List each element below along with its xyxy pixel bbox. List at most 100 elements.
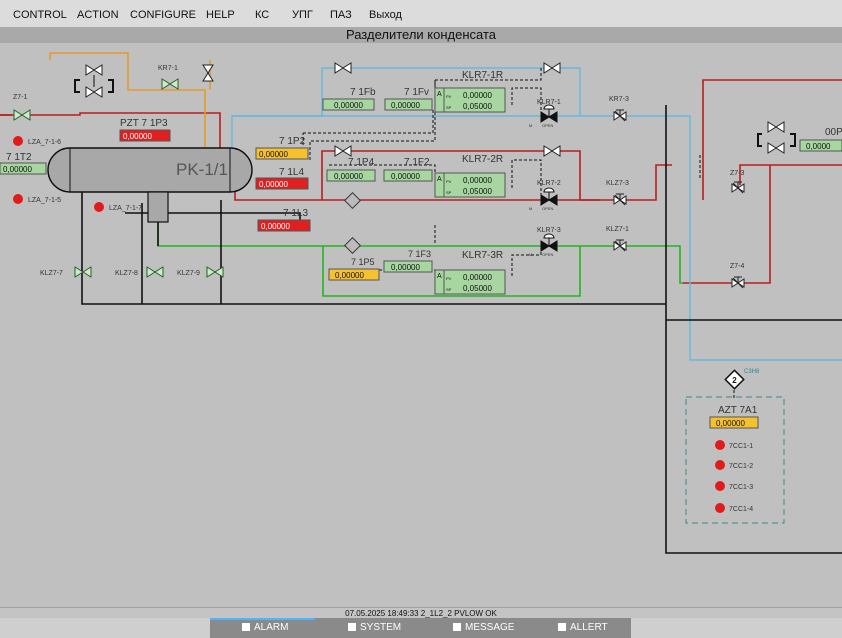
- alarm-lamp-lza5: [13, 194, 23, 204]
- tab-system[interactable]: SYSTEM: [348, 622, 401, 634]
- tag-kr7-3: KR7-3: [609, 96, 629, 103]
- valve2-m-label: M: [529, 206, 532, 211]
- alarm-lamp-cc1: [715, 440, 725, 450]
- alarm-lamp-lza7: [94, 202, 104, 212]
- valve3-m-label: M: [529, 252, 532, 257]
- ctrl3-sp-label: SP: [446, 287, 452, 292]
- tag-kr7-1: KR7-1: [158, 65, 178, 72]
- tag-cc2: 7CC1-2: [729, 463, 753, 470]
- tab-message[interactable]: MESSAGE: [453, 622, 514, 634]
- ctrl1-sp-label: SP: [446, 105, 452, 110]
- valve-bypass-1a[interactable]: [334, 62, 352, 74]
- process-diagram: PK-1/1 2: [0, 52, 842, 554]
- tag-l3: 7 1L3: [283, 208, 308, 219]
- control-valve-klr7-2[interactable]: [540, 187, 558, 206]
- gas-sensor-diamond[interactable]: [724, 369, 745, 390]
- valve-z7-4[interactable]: [731, 276, 745, 289]
- tag-00p: 00P: [825, 127, 842, 138]
- ctrl2-pv: 0,00000: [463, 176, 492, 185]
- page-title: Разделители конденсата: [0, 27, 842, 43]
- tag-klr7-3: KLR7-3: [537, 227, 561, 234]
- valve-bypass-2b[interactable]: [543, 145, 561, 157]
- tab-system-label: SYSTEM: [360, 622, 402, 633]
- ctrl1-mode: A: [437, 91, 442, 98]
- tag-klr7-2r: KLR7-2R: [462, 154, 503, 165]
- tag-lza7: LZA_7-1-7: [109, 205, 142, 212]
- vessel-label: PK-1/1: [176, 160, 228, 179]
- alarm-lamp-cc4: [715, 503, 725, 513]
- menu-ks[interactable]: КС: [255, 9, 270, 21]
- alarm-checkbox[interactable]: [242, 623, 250, 631]
- value-p2: 0,00000: [259, 150, 288, 159]
- ctrl3-mode: A: [437, 273, 442, 280]
- valve-bypass-1b[interactable]: [543, 62, 561, 74]
- valve1-m-label: M: [529, 123, 532, 128]
- valve-klz7-7[interactable]: [74, 266, 92, 278]
- valve-z7-1[interactable]: [13, 109, 31, 121]
- message-checkbox[interactable]: [453, 623, 461, 631]
- valve-klz7-1[interactable]: [613, 239, 627, 252]
- tag-fv: 7 1Fv: [404, 87, 429, 98]
- safety-valve-right[interactable]: [757, 133, 796, 147]
- value-right: 0,0000: [806, 142, 831, 151]
- value-p5: 0,00000: [335, 271, 364, 280]
- tag-z7-3: Z7-3: [730, 170, 745, 177]
- gas-sensor-number: 2: [732, 376, 737, 385]
- valve-klz7-9[interactable]: [206, 266, 224, 278]
- tag-p2: 7 1P2: [279, 136, 306, 147]
- menu-action[interactable]: ACTION: [77, 9, 119, 21]
- system-checkbox[interactable]: [348, 623, 356, 631]
- sensor-diamond-2: [344, 237, 361, 254]
- ctrl1-pv-label: PV: [446, 94, 452, 99]
- menu-paz[interactable]: ПАЗ: [330, 9, 352, 21]
- valve-z7-3[interactable]: [731, 181, 745, 194]
- menu-upg[interactable]: УПГ: [292, 9, 313, 21]
- tag-lza5: LZA_7-1-5: [28, 197, 61, 204]
- alarm-lamp-cc3: [715, 481, 725, 491]
- menu-configure[interactable]: CONFIGURE: [130, 9, 196, 21]
- tag-klz7-7: KLZ7-7: [40, 270, 63, 277]
- ctrl2-sp-label: SP: [446, 190, 452, 195]
- control-valve-klr7-1[interactable]: [540, 104, 558, 123]
- controller-box-2[interactable]: [434, 172, 506, 198]
- ctrl2-sp: 0,05000: [463, 187, 492, 196]
- valve-klz7-3[interactable]: [613, 193, 627, 206]
- value-l3: 0,00000: [261, 222, 290, 231]
- value-l4: 0,00000: [259, 180, 288, 189]
- tag-cc1: 7CC1-1: [729, 443, 753, 450]
- tab-allert-label: ALLERT: [570, 622, 608, 633]
- tag-klz7-1: KLZ7-1: [606, 226, 629, 233]
- value-pzt: 0,00000: [123, 132, 152, 141]
- valve1-state: OPEN: [542, 123, 553, 128]
- valve-kr7-3[interactable]: [613, 109, 627, 122]
- allert-checkbox[interactable]: [558, 623, 566, 631]
- tag-azt: AZT 7A1: [718, 405, 758, 416]
- tag-fb: 7 1Fb: [350, 87, 376, 98]
- controller-box-3[interactable]: [434, 269, 506, 295]
- separator-vessel[interactable]: [47, 147, 253, 223]
- value-t2: 0,00000: [3, 165, 32, 174]
- menu-help[interactable]: HELP: [206, 9, 235, 21]
- control-valve-klr7-3[interactable]: [540, 233, 558, 252]
- tag-klr7-1r: KLR7-1R: [462, 70, 503, 81]
- menu-control[interactable]: CONTROL: [13, 9, 67, 21]
- valve3-state: OPEN: [542, 252, 553, 257]
- valve-kr7-1[interactable]: [161, 78, 179, 90]
- value-p4: 0,00000: [334, 172, 363, 181]
- tab-alarm[interactable]: ALARM: [242, 622, 288, 634]
- menu-exit[interactable]: Выход: [369, 9, 402, 21]
- valve-bypass-2a[interactable]: [334, 145, 352, 157]
- menu-bar: CONTROL ACTION CONFIGURE HELP КС УПГ ПАЗ…: [0, 0, 842, 28]
- valve-orange-top[interactable]: [202, 64, 214, 82]
- safety-valve-left[interactable]: [74, 79, 114, 93]
- ctrl2-mode: A: [437, 176, 442, 183]
- valve2-state: OPEN: [542, 206, 553, 211]
- valve-klz7-8[interactable]: [146, 266, 164, 278]
- controller-box-1[interactable]: [434, 87, 506, 113]
- tag-klz7-3: KLZ7-3: [606, 180, 629, 187]
- tag-z7-1: Z7-1: [13, 94, 28, 101]
- tag-pzt: PZT 7 1P3: [120, 118, 168, 129]
- ctrl1-pv: 0,00000: [463, 91, 492, 100]
- tab-allert[interactable]: ALLERT: [558, 622, 608, 634]
- tab-alarm-label: ALARM: [254, 622, 289, 633]
